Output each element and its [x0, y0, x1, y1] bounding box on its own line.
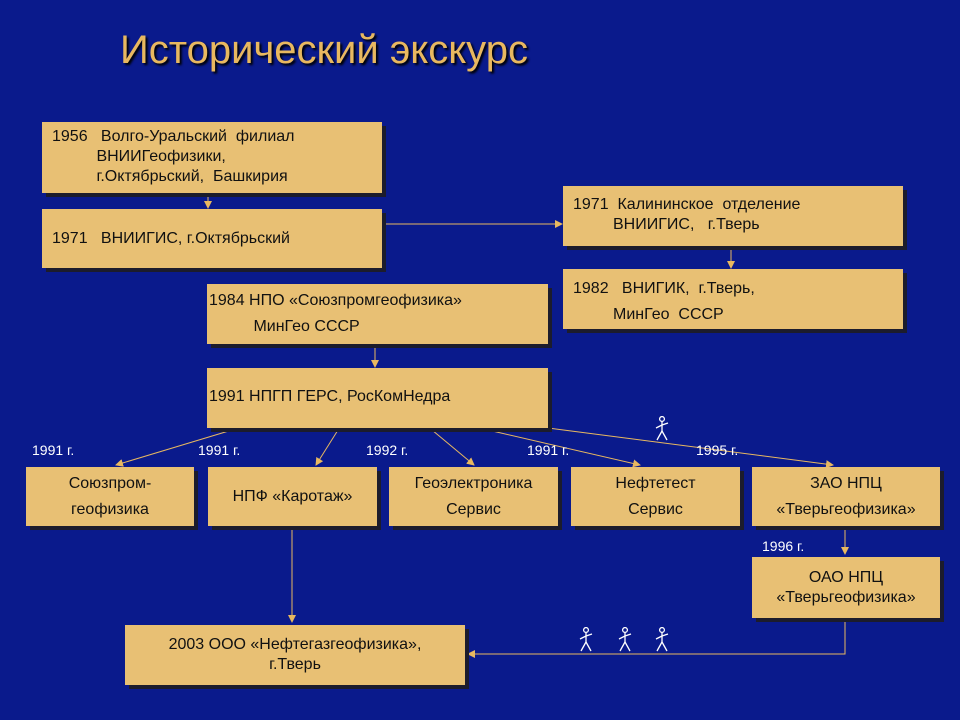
- node-oao-tvergeofizika: ОАО НПЦ «Тверьгеофизика»: [752, 557, 940, 618]
- year-label-karotazh: 1991 г.: [198, 442, 241, 458]
- walking-person-icon: [579, 627, 593, 652]
- page-title: Исторический экскурс: [120, 28, 528, 72]
- node-1971-vniigis-oktyabrsky: 1971 ВНИИГИС, г.Октябрьский: [42, 209, 382, 268]
- year-label-neft: 1991 г.: [527, 442, 570, 458]
- node-1991-gers: 1991 НПГП ГЕРС, РосКомНедра: [207, 368, 548, 428]
- arrow-gers-to-geo: [431, 429, 475, 466]
- node-zao-tvergeofizika: ЗАО НПЦ «Тверьгеофизика»: [752, 467, 940, 526]
- year-label-soyuz: 1991 г.: [32, 442, 75, 458]
- node-1956-volgo-ural: 1956 Волго-Уральский филиал ВНИИГеофизик…: [42, 122, 382, 193]
- node-npf-karotazh: НПФ «Каротаж»: [208, 467, 377, 526]
- node-1984-soyuzpromgeofizika: 1984 НПО «Союзпромгеофизика» МинГео СССР: [207, 284, 548, 344]
- node-soyuzpromgeofizika: Союзпром- геофизика: [26, 467, 194, 526]
- walking-person-icon: [655, 416, 669, 441]
- year-label-geo: 1992 г.: [366, 442, 409, 458]
- arrow-oao-to-2003: [467, 620, 846, 658]
- year-label-zao: 1995 г.: [696, 442, 739, 458]
- arrow-gers-to-soyuz: [115, 429, 233, 467]
- walking-person-icon: [655, 627, 669, 652]
- arrow-gers-to-karotazh: [315, 429, 339, 466]
- node-neftetest-servis: Нефтетест Сервис: [571, 467, 740, 526]
- arrow-gers-to-zao: [547, 427, 834, 469]
- node-geoelektronika-servis: Геоэлектроника Сервис: [389, 467, 558, 526]
- node-2003-neftegazgeofizika: 2003 ООО «Нефтегазгеофизика», г.Тверь: [125, 625, 465, 685]
- year-label-oao: 1996 г.: [762, 538, 805, 554]
- node-1982-vnigik: 1982 ВНИГИК, г.Тверь, МинГео СССР: [563, 269, 903, 329]
- walking-person-icon: [618, 627, 632, 652]
- node-1971-kalinin: 1971 Калининское отделение ВНИИГИС, г.Тв…: [563, 186, 903, 246]
- arrow-gers-to-neft: [487, 429, 641, 468]
